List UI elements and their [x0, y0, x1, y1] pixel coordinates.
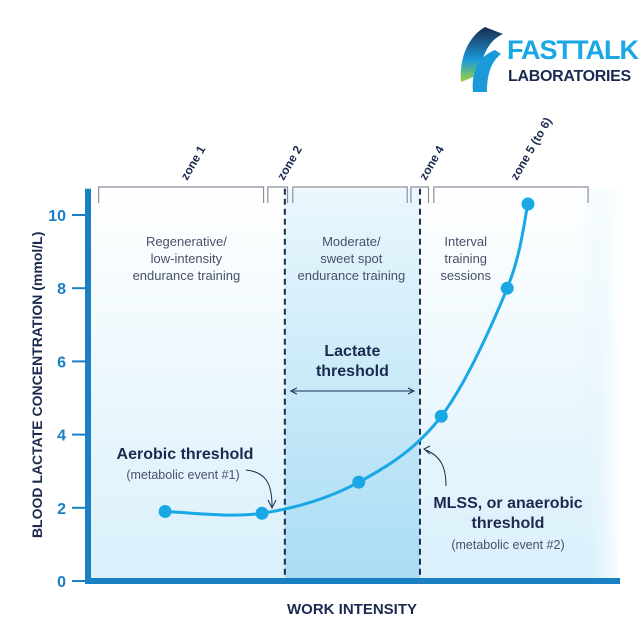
- fasttalk-logo: FASTTALK LABORATORIES: [455, 22, 639, 98]
- logo-laboratories: LABORATORIES: [508, 68, 631, 85]
- zone-description: endurance training: [297, 268, 405, 283]
- mlss-title-line1: MLSS, or anaerobic: [433, 495, 582, 512]
- zone-description: Moderate/: [322, 234, 381, 249]
- data-point: [500, 281, 514, 295]
- y-tick-label: 0: [57, 574, 66, 591]
- zone-description: sessions: [440, 268, 491, 283]
- x-axis-label: WORK INTENSITY: [287, 601, 417, 618]
- aerobic-threshold-subtitle: (metabolic event #1): [126, 468, 239, 482]
- lactate-threshold-label: threshold: [316, 363, 389, 380]
- zone-label: zone 1: [178, 143, 209, 183]
- zone-bracket: [433, 186, 589, 203]
- data-point: [255, 506, 269, 520]
- data-point: [352, 475, 366, 489]
- y-tick-label: 2: [57, 501, 66, 518]
- zone-description: sweet spot: [320, 251, 383, 266]
- zone-bracket-middle: [292, 186, 408, 203]
- data-point: [434, 409, 448, 423]
- mlss-subtitle: (metabolic event #2): [451, 538, 564, 552]
- logo-fast: FAST: [507, 35, 573, 65]
- zone-bracket: [267, 186, 289, 203]
- mlss-arrow-icon: [423, 445, 447, 487]
- zone-description: Regenerative/: [146, 234, 227, 249]
- logo-mark-icon: [460, 27, 503, 92]
- zone-bracket: [98, 186, 265, 203]
- lactate-threshold-label: Lactate: [324, 343, 380, 360]
- data-point: [158, 504, 172, 518]
- aerobic-arrow-icon: [245, 469, 277, 510]
- zone-description: training: [444, 251, 487, 266]
- y-axis-label: BLOOD LACTATE CONCENTRATION (mmol/L): [29, 232, 45, 538]
- zone-description: Interval: [444, 234, 487, 249]
- zone-description: low-intensity: [151, 251, 223, 266]
- data-point: [521, 197, 535, 211]
- zone-description: endurance training: [133, 268, 241, 283]
- panel-fade: [580, 188, 620, 581]
- aerobic-threshold-title: Aerobic threshold: [117, 446, 254, 463]
- mlss-title-line2: threshold: [472, 515, 545, 532]
- y-tick-label: 6: [57, 354, 66, 371]
- y-tick-label: 4: [57, 428, 66, 445]
- zone-label: zone 4: [416, 143, 447, 183]
- y-tick-label: 10: [48, 208, 66, 225]
- zone-bracket: [410, 186, 430, 203]
- zone-label: zone 2: [274, 143, 305, 183]
- arrowheads-icon: [289, 387, 416, 395]
- zone-label: zone 5 (to 6): [507, 115, 554, 183]
- lactate-threshold-zone: [284, 188, 420, 581]
- logo-talk: TALK: [572, 35, 639, 65]
- y-tick-label: 8: [57, 281, 66, 298]
